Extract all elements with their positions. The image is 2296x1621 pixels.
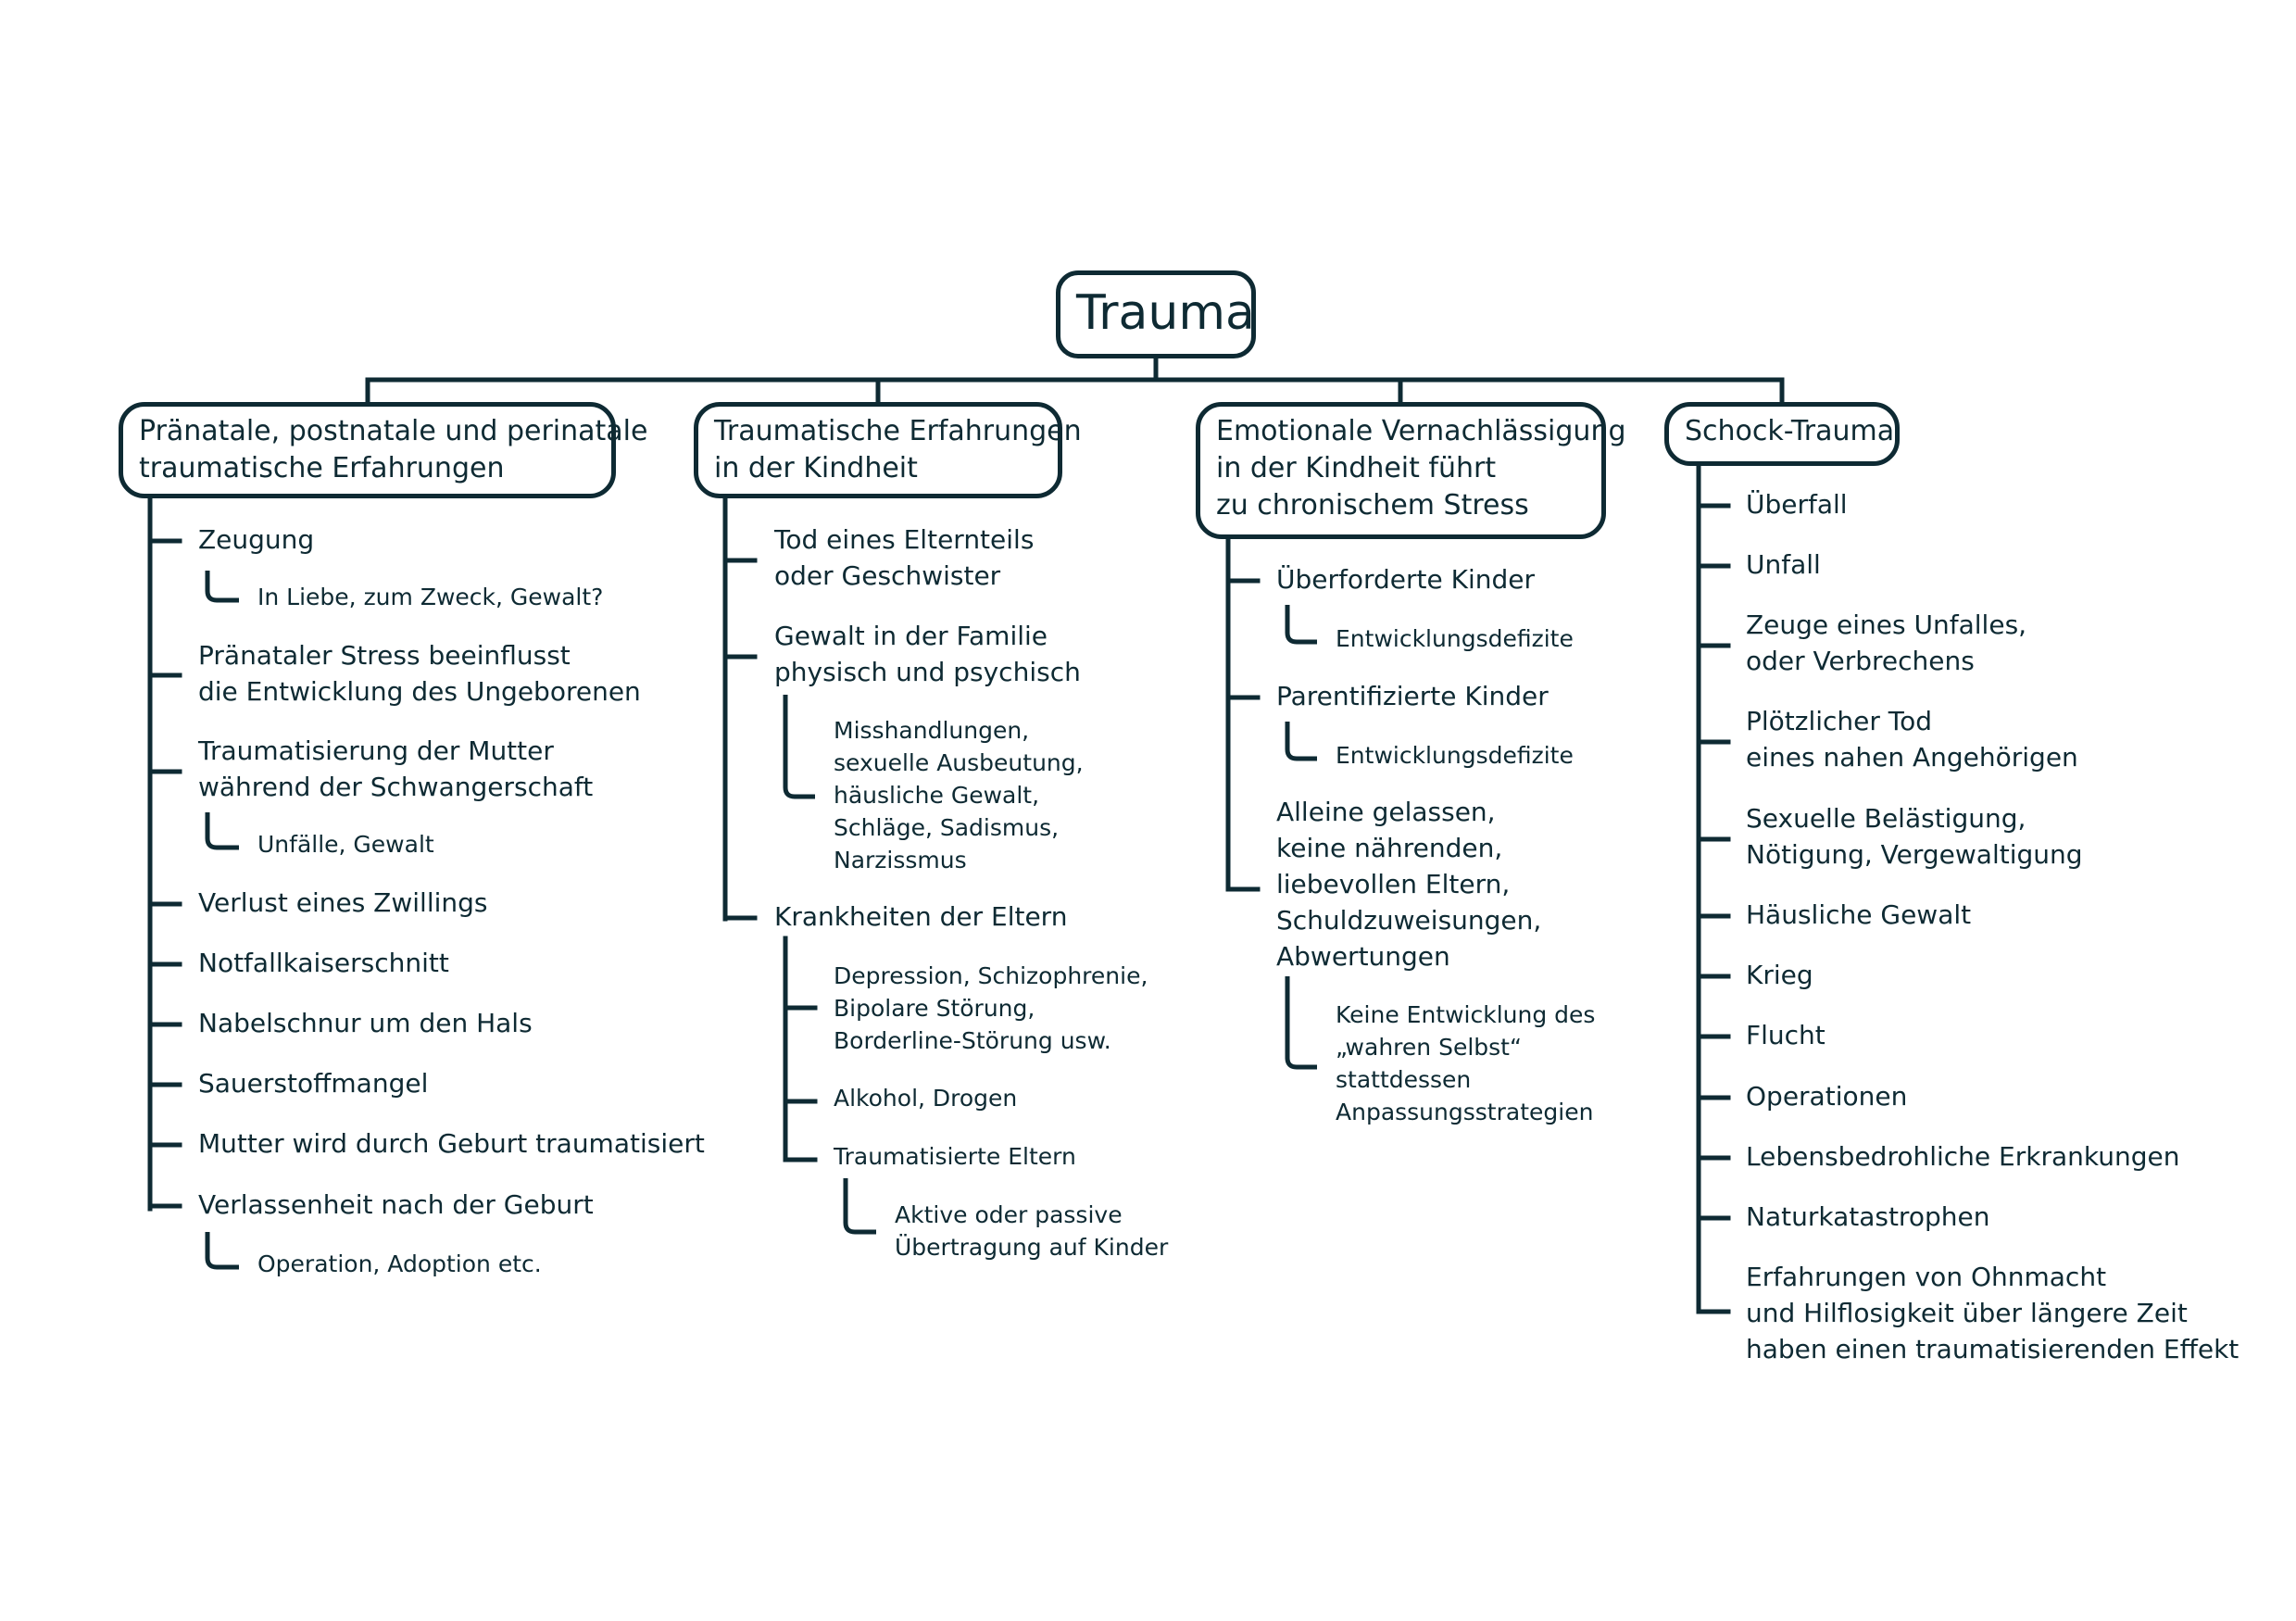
- list-item: Nabelschnur um den Hals: [198, 1008, 533, 1038]
- list-item: Pränataler Stress beeinflusst die Entwic…: [198, 640, 641, 707]
- list-item: Flucht: [1746, 1020, 1826, 1050]
- sub-item-label: Misshandlungen, sexuelle Ausbeutung, häu…: [834, 717, 1084, 873]
- list-item: Gewalt in der Familie physisch und psych…: [774, 621, 1081, 687]
- list-item: Parentifizierte Kinder: [1276, 681, 1549, 711]
- list-item: Sauerstoffmangel: [198, 1068, 429, 1099]
- list-item: Verlassenheit nach der Geburt: [198, 1189, 594, 1220]
- sub-item-label: Aktive oder passive Übertragung auf Kind…: [895, 1201, 1169, 1261]
- list-item: Krankheiten der Eltern: [774, 901, 1068, 932]
- sub-branch-connector: [1285, 722, 1317, 761]
- sub-item-label: Operation, Adoption etc.: [257, 1250, 542, 1277]
- list-item: Verlust eines Zwillings: [198, 887, 488, 918]
- list-item: Zeugung: [198, 524, 315, 555]
- sub-item-label: Keine Entwicklung des „wahren Selbst“ st…: [1336, 1001, 1596, 1125]
- sub-item-label: Depression, Schizophrenie, Bipolare Stör…: [834, 962, 1148, 1054]
- list-item: Traumatisierung der Mutter während der S…: [198, 735, 594, 802]
- root-node: [1056, 270, 1256, 358]
- category-node: [1196, 402, 1606, 539]
- list-item: Krieg: [1746, 960, 1813, 990]
- category-label: Traumatische Erfahrungen in der Kindheit: [714, 415, 1082, 484]
- category-node: [694, 402, 1062, 498]
- sub-item-label: Entwicklungsdefizite: [1336, 742, 1574, 769]
- category-label: Emotionale Vernachlässigung in der Kindh…: [1216, 415, 1626, 521]
- list-item: Notfallkaiserschnitt: [198, 948, 449, 978]
- list-item: Mutter wird durch Geburt traumatisiert: [198, 1128, 705, 1159]
- category-label: Pränatale, postnatale und perinatale tra…: [139, 415, 648, 484]
- root-node-label: Trauma: [1076, 285, 1255, 341]
- list-item: Plötzlicher Tod eines nahen Angehörigen: [1746, 706, 2078, 773]
- list-item: Überforderte Kinder: [1276, 564, 1536, 595]
- sub-branch-connector: [1285, 976, 1317, 1070]
- list-item: Naturkatastrophen: [1746, 1201, 1990, 1232]
- sub-branch-connector: [205, 812, 239, 850]
- sub-item-label: Unfälle, Gewalt: [257, 831, 434, 858]
- list-item: Unfall: [1746, 549, 1821, 580]
- sub-branch-connector: [843, 1178, 876, 1235]
- sub-branch-connector: [205, 1232, 239, 1270]
- list-item: Lebensbedrohliche Erkrankungen: [1746, 1141, 2180, 1172]
- category-label: Schock-Trauma: [1685, 415, 1895, 447]
- list-item: Erfahrungen von Ohnmacht und Hilflosigke…: [1746, 1262, 2240, 1364]
- sub-item-label: Alkohol, Drogen: [834, 1085, 1018, 1112]
- list-item: Operationen: [1746, 1081, 1908, 1112]
- list-item: Überfall: [1746, 489, 1848, 520]
- sub-branch-connector: [1285, 605, 1317, 645]
- list-item: Häusliche Gewalt: [1746, 899, 1972, 930]
- category-node: [119, 402, 616, 498]
- sub-branch-connector: [205, 571, 239, 603]
- sub-branch-connector: [783, 695, 815, 799]
- sub-item-label: Entwicklungsdefizite: [1336, 625, 1574, 652]
- list-item: Zeuge eines Unfalles, oder Verbrechens: [1746, 609, 2027, 676]
- list-item: Alleine gelassen, keine nährenden, liebe…: [1276, 797, 1542, 972]
- sub-item-label: Traumatisierte Eltern: [834, 1143, 1076, 1170]
- sub-item-label: In Liebe, zum Zweck, Gewalt?: [257, 584, 604, 610]
- list-item: Sexuelle Belästigung, Nötigung, Vergewal…: [1746, 803, 2083, 870]
- list-item: Tod eines Elternteils oder Geschwister: [774, 524, 1035, 591]
- category-node: [1664, 402, 1900, 466]
